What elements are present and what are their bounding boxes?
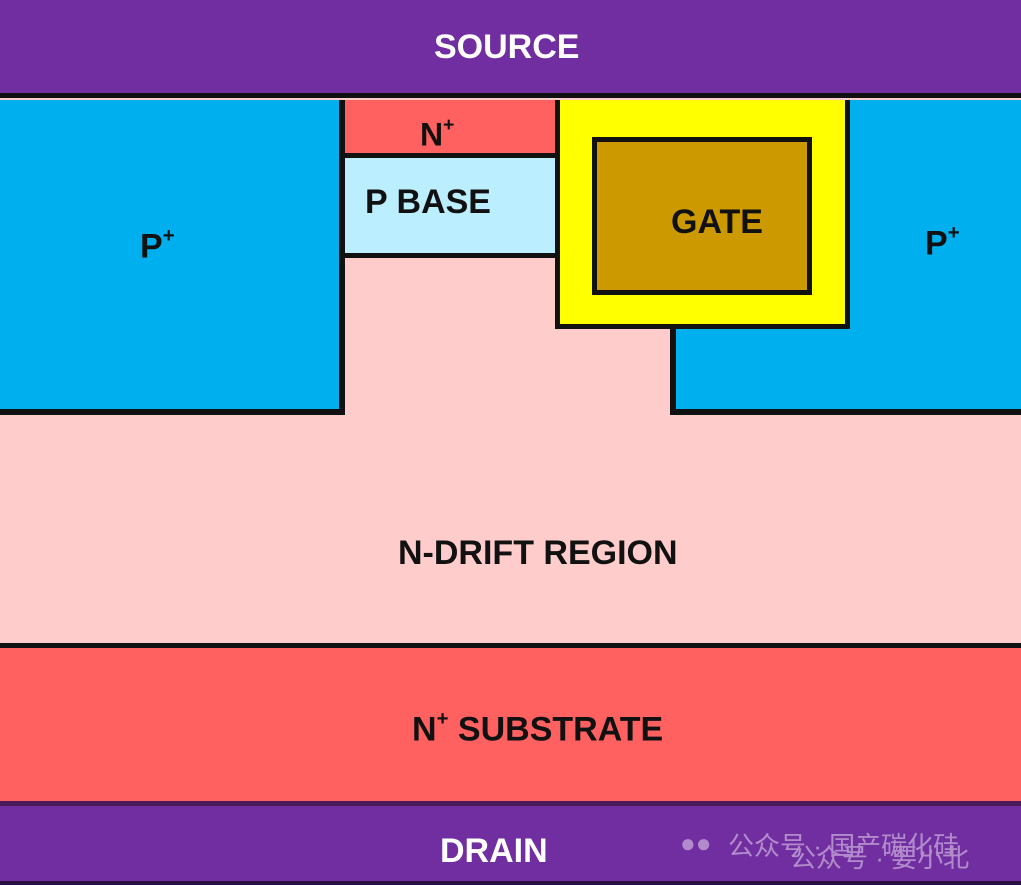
p-base-label: P BASE bbox=[365, 183, 491, 221]
source-region bbox=[0, 0, 1021, 98]
watermark: ●● 公众号 · 国产碳化硅 公众号 · 要小北 bbox=[680, 826, 1020, 876]
p-base-region bbox=[345, 158, 557, 258]
p-plus-right-label: P+ bbox=[925, 222, 960, 263]
watermark-text-1: 公众号 · 国产碳化硅 bbox=[728, 831, 960, 861]
n-substrate-region bbox=[0, 643, 1021, 803]
drain-label: DRAIN bbox=[440, 832, 548, 870]
n-drift-label: N-DRIFT REGION bbox=[398, 534, 678, 572]
p-plus-left-label: P+ bbox=[140, 225, 175, 266]
wechat-icon: ●● bbox=[680, 828, 712, 858]
n-plus-label: N+ bbox=[420, 115, 455, 153]
watermark-text-2: 公众号 · 要小北 bbox=[790, 843, 970, 873]
source-label: SOURCE bbox=[434, 28, 580, 66]
gate-region bbox=[592, 137, 812, 295]
gate-label: GATE bbox=[671, 203, 763, 241]
drain-region bbox=[0, 801, 1021, 885]
p-plus-left-region bbox=[0, 100, 345, 415]
n-substrate-label: N+ SUBSTRATE bbox=[412, 708, 664, 749]
n-plus-region bbox=[345, 100, 557, 158]
